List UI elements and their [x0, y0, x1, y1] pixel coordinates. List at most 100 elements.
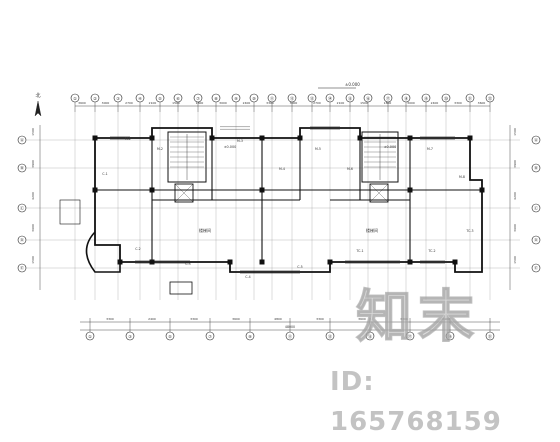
dimension-text-top: 3300	[266, 101, 274, 105]
axis-bubble-top	[90, 93, 100, 103]
axis-bubble-top	[363, 93, 373, 103]
structural-column	[149, 135, 155, 141]
north-arrow-icon	[34, 100, 42, 117]
axis-label-top: ⑥	[176, 96, 180, 101]
dimension-text-total: 48000	[285, 325, 295, 329]
dimension-text-top: 1500	[360, 101, 368, 105]
dimension-text-bottom: 3300	[106, 317, 114, 321]
axis-bubble-top	[193, 93, 203, 103]
axis-bubble-top	[267, 93, 277, 103]
door-tag: M-3	[237, 139, 243, 143]
dimension-text-top: 2700	[313, 101, 321, 105]
axis-label-top: ②	[93, 96, 97, 101]
axis-bubble-top	[249, 93, 259, 103]
axis-label-left: Ⓒ	[20, 205, 24, 211]
axis-bubble-top	[485, 93, 495, 103]
dimension-text-top: 3000	[219, 101, 227, 105]
axis-label-top: ⑭	[328, 95, 332, 101]
axis-label-top: ⑯	[366, 95, 370, 101]
elevator-shaft	[174, 183, 194, 203]
axis-label-right: Ⓔ	[534, 265, 538, 271]
axis-bubble-top	[383, 93, 393, 103]
axis-label-top: ①	[73, 96, 77, 101]
dimension-text-right: 1500	[513, 128, 517, 136]
axis-bubble-top	[465, 93, 475, 103]
axis-label-top: ③	[116, 96, 120, 101]
axis-label-right: Ⓑ	[534, 165, 538, 171]
exterior-wall	[94, 127, 483, 273]
axis-bubble-bottom	[365, 331, 375, 341]
axis-bubble-bottom	[325, 331, 335, 341]
axis-label-top: ⑤	[158, 96, 162, 101]
axis-bubble-top	[401, 93, 411, 103]
stair-core	[167, 131, 207, 183]
axis-bubble-top	[441, 93, 451, 103]
structural-column	[227, 259, 233, 265]
axis-bubble-right	[531, 263, 541, 273]
axis-label-bottom: ⑲	[448, 333, 452, 339]
axis-label-left: Ⓔ	[20, 265, 24, 271]
dimension-text-bottom: 3300	[400, 317, 408, 321]
window-tag: C-5	[297, 265, 302, 269]
axis-label-bottom: ⑮	[368, 333, 372, 339]
axis-bubble-top	[345, 93, 355, 103]
dimension-text-top: 1800	[196, 101, 204, 105]
dimension-text-left: 4200	[31, 192, 35, 200]
dimension-text-top: 2400	[431, 101, 439, 105]
dimension-text-bottom: 3300	[190, 317, 198, 321]
dimension-text-top: 3000	[102, 101, 110, 105]
axis-bubble-right	[531, 235, 541, 245]
dimension-text-left: 3600	[31, 224, 35, 232]
structural-column	[452, 259, 458, 265]
axis-label-top: ⑮	[348, 95, 352, 101]
axis-label-top: ⑲	[424, 95, 428, 101]
axis-bubble-bottom	[445, 331, 455, 341]
structural-column	[92, 135, 98, 141]
dimension-text-right: 4200	[513, 192, 517, 200]
structural-column	[479, 187, 485, 193]
structural-column	[297, 135, 303, 141]
door-tag: M-4	[279, 167, 285, 171]
structural-column	[259, 259, 265, 265]
window-tag: C-4	[245, 275, 250, 279]
axis-label-top: ⑰	[386, 95, 390, 101]
axis-label-top: ⑪	[270, 95, 274, 101]
axis-label-right: Ⓒ	[534, 205, 538, 211]
axis-bubble-top	[211, 93, 221, 103]
balcony-outline	[169, 281, 193, 295]
north-label: 北	[35, 92, 40, 99]
dimension-text-left: 3900	[31, 160, 35, 168]
stair-core	[361, 131, 399, 183]
dimension-text-bottom: 2400	[442, 317, 450, 321]
dimension-text-top: 3300	[454, 101, 462, 105]
door-tag: M-2	[157, 147, 163, 151]
axis-label-right: Ⓓ	[534, 237, 538, 243]
door-tag: M-5	[315, 147, 321, 151]
watermark-logo: 知末	[355, 285, 480, 351]
dimension-text-right: 1500	[513, 256, 517, 264]
axis-label-top: ⑧	[214, 96, 218, 101]
elevator-shaft	[369, 183, 389, 203]
axis-bubble-bottom	[405, 331, 415, 341]
level-text: ±0.000	[384, 145, 397, 149]
window-tag: TC-2	[427, 249, 435, 253]
structural-column	[327, 259, 333, 265]
elevator-cross	[174, 183, 194, 203]
level-text: ±0.000	[224, 145, 237, 149]
watermark-id: ID: 165768159	[330, 367, 502, 437]
window-tag: TC-1	[355, 249, 363, 253]
axis-bubble-bottom	[205, 331, 215, 341]
dimension-text-right: 3600	[513, 224, 517, 232]
dimension-text-bottom: 3600	[358, 317, 366, 321]
axis-bubble-top	[173, 93, 183, 103]
window-tag: C-1	[102, 172, 107, 176]
axis-label-top: ⑱	[404, 95, 408, 101]
dimension-text-bottom: 2400	[148, 317, 156, 321]
axis-bubble-top	[155, 93, 165, 103]
axis-label-left: Ⓐ	[20, 137, 24, 143]
structural-column	[117, 259, 123, 265]
window-tag: C-3	[185, 262, 190, 266]
structural-column	[357, 135, 363, 141]
axis-bubble-top	[135, 93, 145, 103]
structural-column	[407, 187, 413, 193]
